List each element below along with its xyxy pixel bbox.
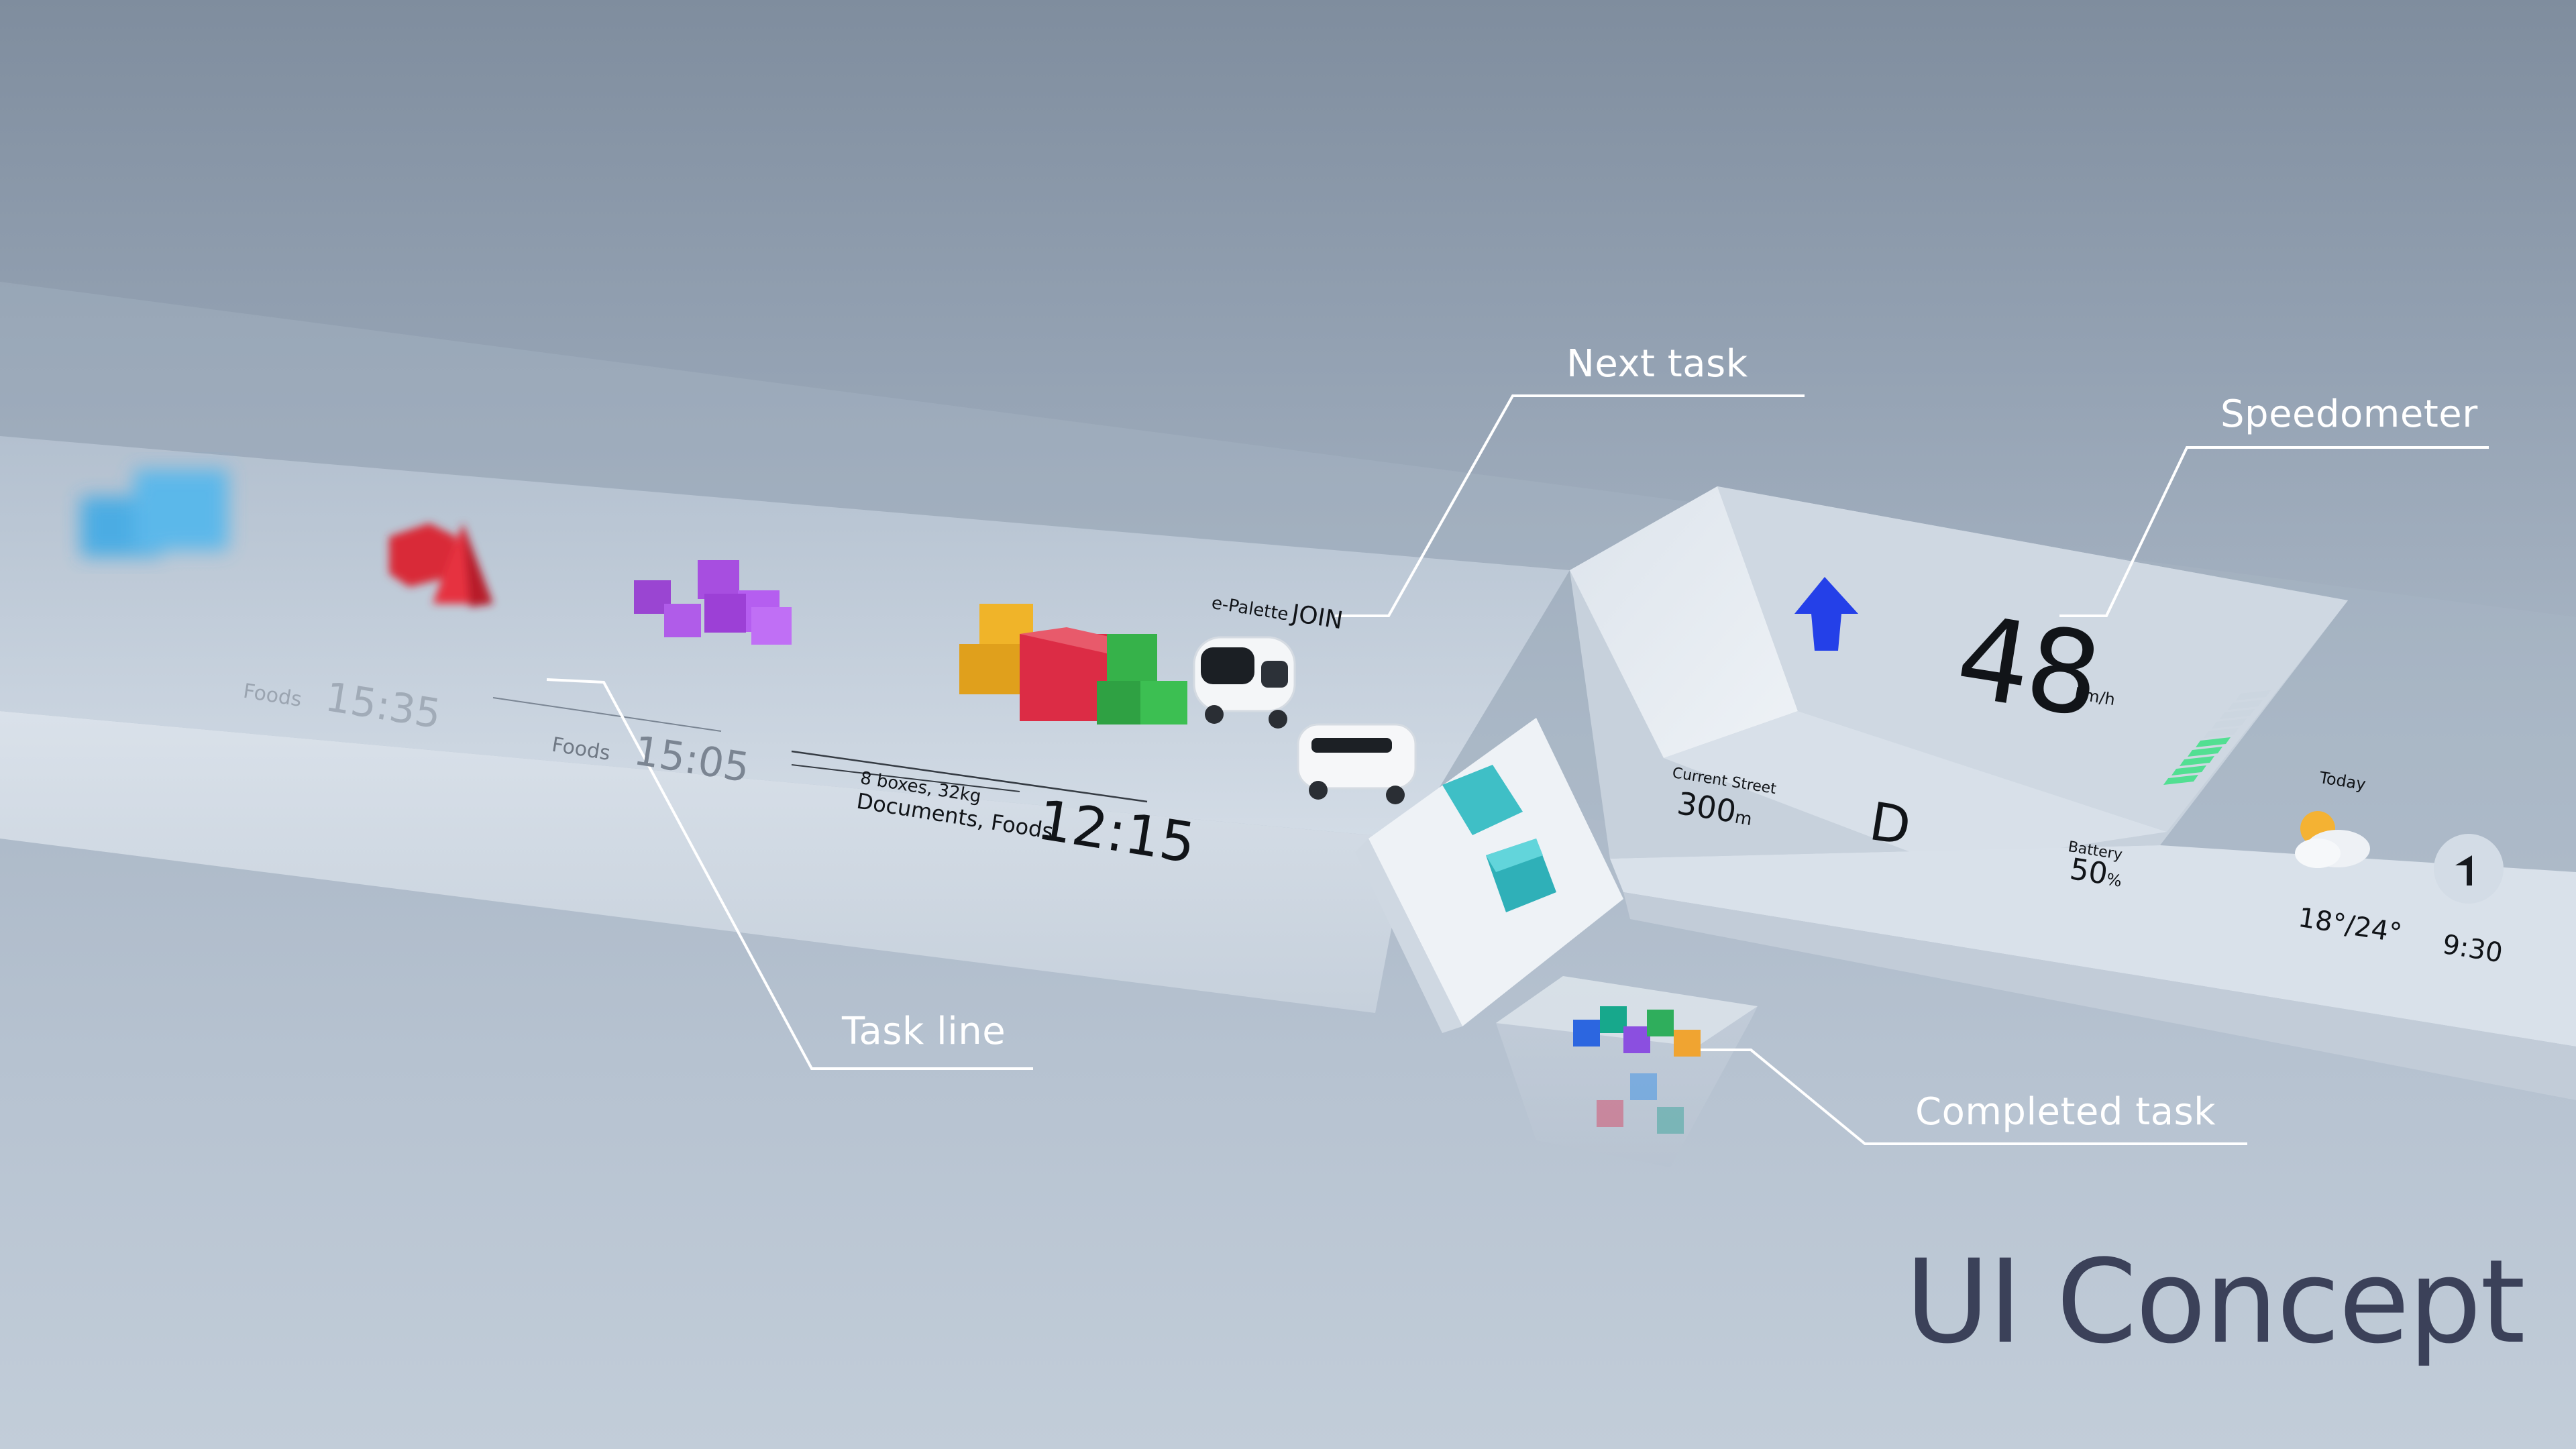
- partly-sunny-icon: [2295, 811, 2370, 868]
- battery-segment: [2180, 756, 2214, 766]
- battery-segment: [2171, 765, 2206, 775]
- battery-unit: %: [2105, 869, 2124, 891]
- battery-segment: [2236, 690, 2271, 700]
- battery-segment: [2204, 728, 2239, 738]
- blue-cubes-blurred: [80, 470, 228, 557]
- battery-value: 50: [2068, 852, 2110, 892]
- street-distance-unit: m: [1733, 807, 1754, 830]
- turn-sign-icon: [2434, 834, 2504, 904]
- battery-segment: [2212, 718, 2247, 729]
- callout-completed-task: Completed task: [1915, 1090, 2216, 1134]
- callout-speedometer: Speedometer: [2220, 392, 2478, 436]
- vehicle-epalette-front: [1193, 636, 1296, 729]
- battery-segment: [2163, 775, 2198, 785]
- task-cube-pile: [959, 604, 1187, 724]
- purple-cubes: [634, 560, 792, 645]
- completed-task-cubes: [1573, 1006, 1701, 1134]
- up-arrow-icon: [1794, 577, 1858, 651]
- battery-segment: [2220, 709, 2255, 719]
- speed-readout: 48: [1948, 590, 2107, 744]
- page-title: UI Concept: [1905, 1234, 2526, 1369]
- falling-teal-cubes: [1442, 765, 1556, 912]
- battery-segment: [2188, 747, 2222, 757]
- battery-level-bar: [2163, 690, 2271, 785]
- battery-segment: [2196, 737, 2231, 747]
- callout-leaders: [546, 394, 2489, 1145]
- task-label: Foods: [550, 733, 612, 765]
- task-label: Foods: [241, 679, 304, 712]
- vehicle-epalette-back: [1297, 723, 1417, 804]
- callout-task-line: Task line: [842, 1010, 1006, 1053]
- callout-next-task: Next task: [1566, 342, 1748, 386]
- battery-segment: [2228, 700, 2263, 710]
- red-shapes: [389, 523, 493, 607]
